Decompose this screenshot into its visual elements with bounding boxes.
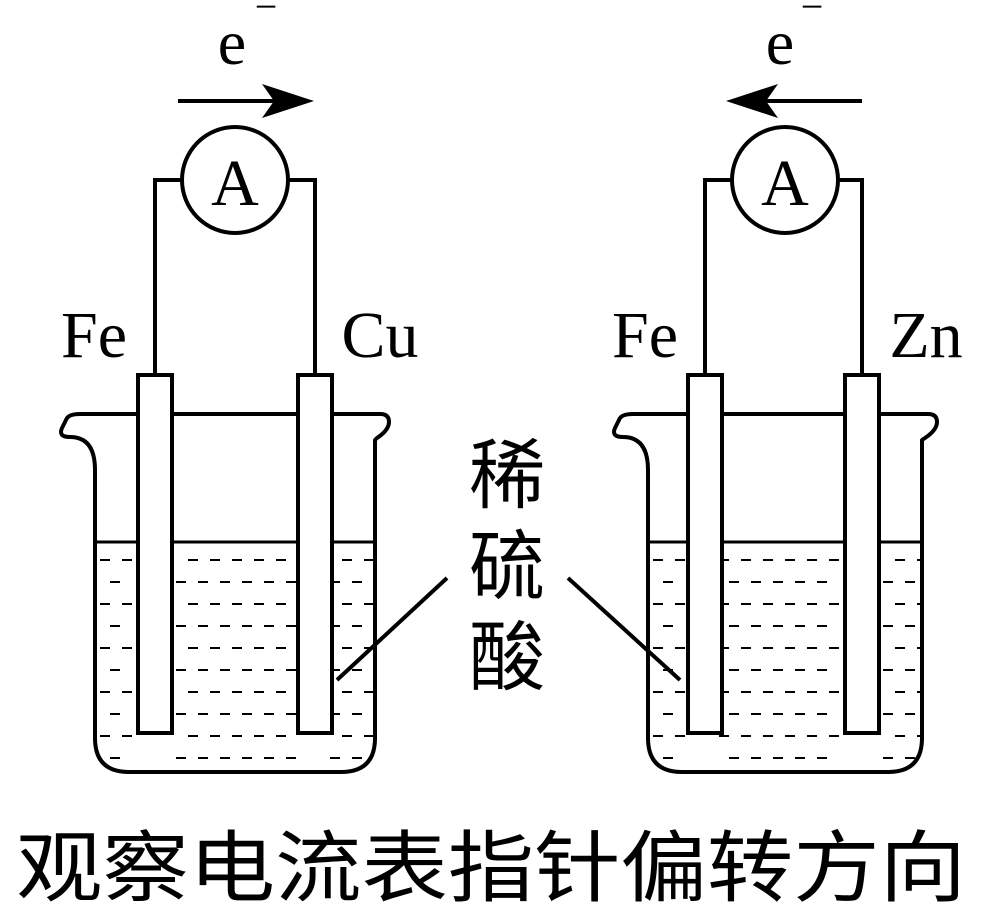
zn-electrode (843, 373, 881, 735)
left-cell: A e − Fe Cu (59, 0, 419, 774)
caption: 观察电流表指针偏转方向 (16, 824, 966, 914)
right-cell: A e − Fe Zn (612, 0, 963, 774)
right-wire-a (703, 178, 732, 375)
left-ammeter (180, 125, 290, 235)
right-electron-charge: − (801, 0, 824, 29)
fe-label-right: Fe (612, 299, 678, 372)
electrolyte-label: 稀 硫 酸 (335, 431, 682, 702)
left-electrolyte-dashes (100, 559, 374, 759)
left-ammeter-label: A (211, 147, 259, 220)
cu-electrode (296, 373, 334, 735)
fe-label-left: Fe (61, 299, 127, 372)
left-electron-charge: − (255, 0, 278, 29)
electrolyte-leader-right (566, 576, 682, 682)
left-wire-a (153, 178, 182, 375)
right-ammeter (730, 125, 840, 235)
right-electron-label: e (766, 7, 794, 78)
cu-label: Cu (341, 299, 418, 372)
right-electron-arrowhead (726, 84, 778, 118)
right-ammeter-label: A (761, 147, 809, 220)
left-electron-label: e (218, 7, 246, 78)
fe-electrode-right (686, 373, 724, 735)
right-beaker (612, 412, 939, 774)
electrolyte-label-line-2: 硫 (469, 522, 545, 611)
fe-electrode-left (136, 373, 174, 735)
zn-label: Zn (889, 299, 962, 372)
electrolyte-label-line-1: 稀 (469, 431, 545, 520)
electrolyte-label-line-3: 酸 (469, 613, 545, 702)
left-electron-arrowhead (262, 84, 314, 118)
left-beaker (59, 412, 391, 774)
right-wire-b (838, 178, 864, 375)
left-wire-b (288, 178, 317, 375)
electrolyte-leader-left (335, 576, 449, 682)
